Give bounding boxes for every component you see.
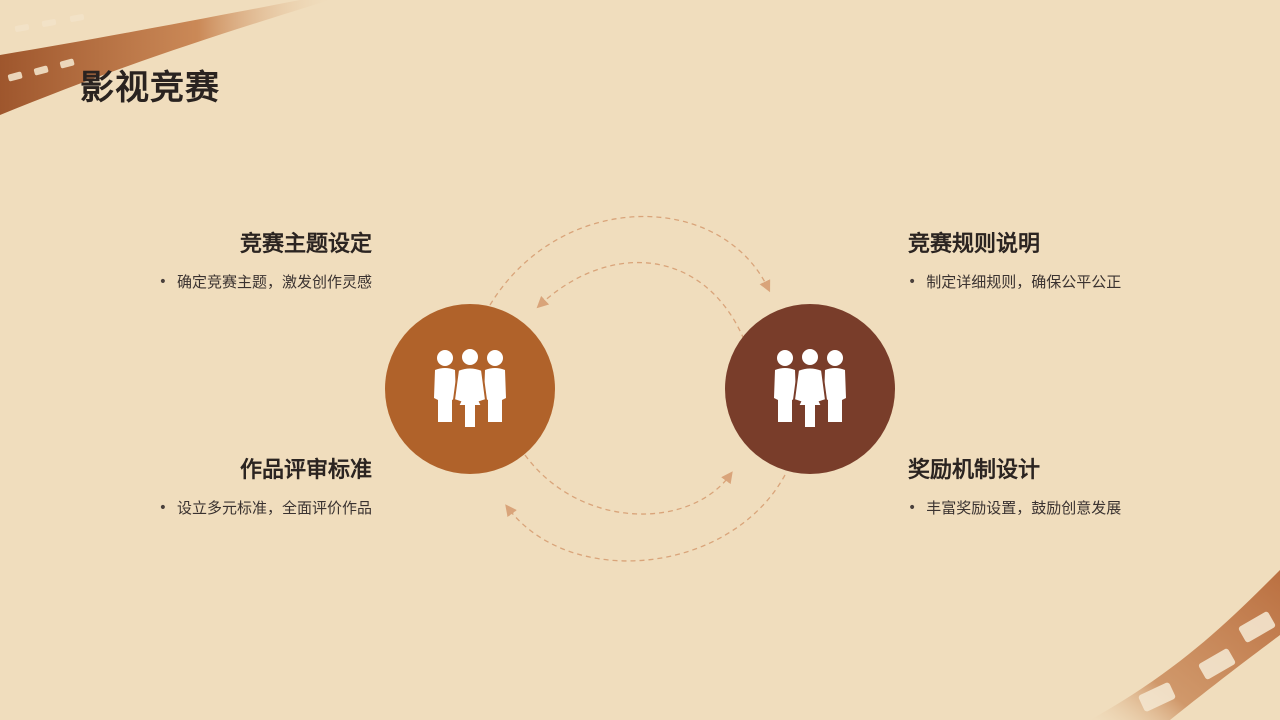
item-bullet: • 确定竞赛主题，激发创作灵感	[72, 272, 372, 292]
arc-bottom-outer	[505, 474, 786, 562]
bullet-marker: •	[908, 274, 917, 290]
item-heading: 竞赛规则说明	[908, 232, 1041, 257]
item-heading: 奖励机制设计	[908, 458, 1041, 483]
bullet-text: 制定详细规则，确保公平公正	[926, 273, 1122, 291]
people-group-icon	[774, 348, 846, 429]
item-rewards: 奖励机制设计 • 丰富奖励设置，鼓励创意发展	[908, 456, 1208, 518]
circle-left	[385, 304, 555, 474]
bullet-text: 确定竞赛主题，激发创作灵感	[176, 273, 372, 291]
bullet-text: 丰富奖励设置，鼓励创意发展	[926, 499, 1122, 517]
item-heading: 竞赛主题设定	[239, 232, 372, 257]
bullet-marker: •	[158, 500, 167, 516]
item-bullet: • 设立多元标准，全面评价作品	[72, 498, 372, 518]
arc-bottom-inner	[524, 454, 733, 515]
people-group-icon	[434, 348, 506, 429]
item-criteria: 作品评审标准 • 设立多元标准，全面评价作品	[72, 456, 372, 518]
bullet-text: 设立多元标准，全面评价作品	[176, 499, 372, 517]
item-theme: 竞赛主题设定 • 确定竞赛主题，激发创作灵感	[72, 230, 372, 292]
arc-top-outer	[489, 215, 771, 306]
item-heading: 作品评审标准	[239, 458, 372, 483]
page-title: 影视竞赛	[80, 68, 220, 108]
item-bullet: • 制定详细规则，确保公平公正	[908, 272, 1208, 292]
item-rules: 竞赛规则说明 • 制定详细规则，确保公平公正	[908, 230, 1208, 292]
bullet-marker: •	[158, 274, 167, 290]
item-bullet: • 丰富奖励设置，鼓励创意发展	[908, 498, 1208, 518]
bullet-marker: •	[908, 500, 917, 516]
film-strip-decoration-bottom	[1090, 570, 1280, 720]
circle-right	[725, 304, 895, 474]
